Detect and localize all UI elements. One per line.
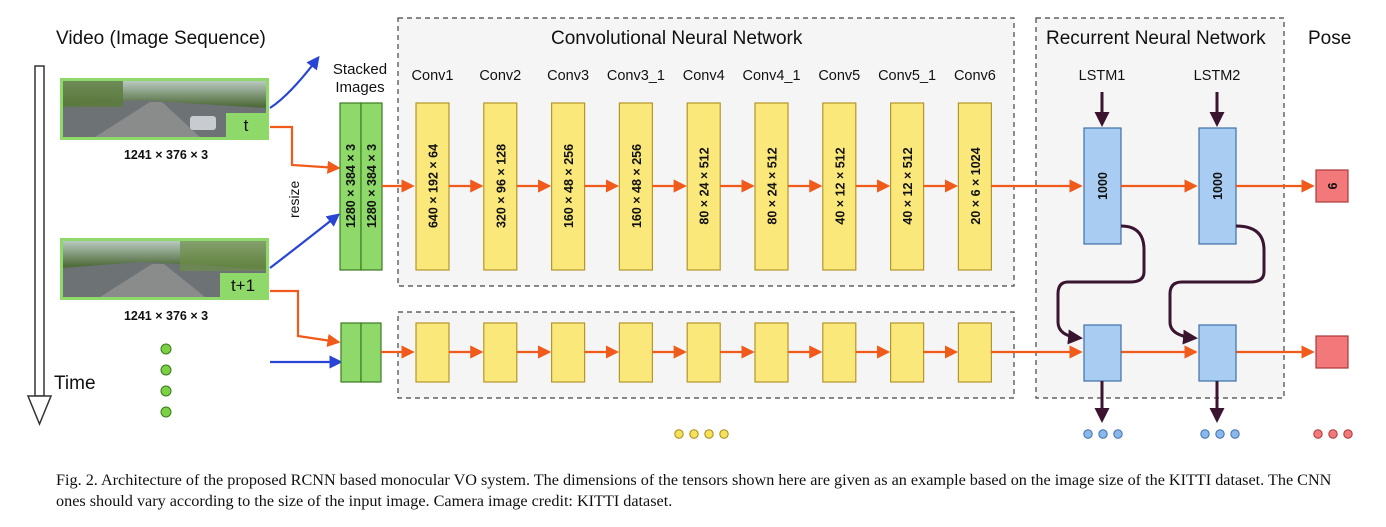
stacked-images-block-next (340, 322, 382, 383)
pose-output-next (1315, 335, 1349, 369)
conv-layer-block (957, 102, 993, 271)
conv-layer-dims: 80 × 24 × 512 (766, 147, 780, 224)
lstm1-block: 1000 (1083, 127, 1122, 245)
pose-title: Pose (1308, 28, 1351, 49)
conv-layer-dims: 40 × 12 × 512 (901, 147, 915, 224)
rnn-region (1035, 17, 1285, 399)
video-title: Video (Image Sequence) (56, 28, 266, 49)
conv-layer-block-next (415, 322, 450, 383)
conv-layer-block (415, 102, 450, 271)
conv-layer-block (754, 102, 789, 271)
conv-layer-block (822, 102, 857, 271)
frame-t-output-arrow (269, 55, 320, 109)
stacked-label: Stacked (333, 61, 387, 78)
car-icon (190, 116, 216, 130)
lstm1-block-next (1083, 324, 1122, 382)
time-label: Time (54, 373, 96, 394)
lstm-label: LSTM1 (1079, 68, 1126, 84)
frame-continuation-dots (160, 343, 172, 418)
conv-layer-label: Conv5_1 (878, 68, 936, 84)
conv-layer-label: Conv1 (412, 68, 454, 84)
conv-layer-block-next (754, 322, 789, 383)
svg-text:1000: 1000 (1096, 172, 1110, 200)
frame-resolution: 1241 × 376 × 3 (124, 309, 208, 323)
conv-layer-block-next (618, 322, 654, 383)
lstm2-block-next (1198, 324, 1237, 382)
frame-t1-to-stack-arrow (269, 213, 341, 269)
rnn-title: Recurrent Neural Network (1046, 28, 1266, 49)
pose-output: 6 (1315, 169, 1349, 203)
conv-layer-dims: 20 × 6 × 1024 (969, 147, 983, 224)
conv-layer-block-next (550, 322, 586, 383)
conv-layer-label: Conv3_1 (607, 68, 665, 84)
conv-layer-dims: 320 × 96 × 128 (494, 144, 508, 228)
frame-resolution: 1241 × 376 × 3 (124, 148, 208, 162)
conv-layer-block (550, 102, 586, 271)
lstm-continuation-dots (1083, 429, 1240, 439)
conv-layer-label: Conv2 (479, 68, 521, 84)
time-axis (26, 65, 53, 426)
cnn-continuation-dots (674, 429, 729, 439)
frame-t-to-stack-arrow (270, 125, 341, 174)
lstm1-recurrent-arrow (1056, 224, 1146, 345)
conv-layer-label: Conv5 (818, 68, 860, 84)
figure-caption: Fig. 2. Architecture of the proposed RCN… (56, 471, 1332, 510)
conv-layer-dims: 80 × 24 × 512 (698, 147, 712, 224)
conv-layer-block (483, 102, 518, 271)
stacked-dims: 1280 × 384 × 3 (365, 144, 379, 228)
conv-layer-block-next (822, 322, 857, 383)
conv-layer-dims: 160 × 48 × 256 (562, 144, 576, 228)
conv-layer-block-next (686, 322, 721, 383)
conv-layer-stack-next (415, 322, 993, 383)
cnn-title: Convolutional Neural Network (551, 28, 803, 49)
conv-layer-label: Conv3 (547, 68, 589, 84)
stacked-label: Images (335, 79, 384, 96)
resize-label: resize (286, 180, 302, 218)
svg-text:6: 6 (1326, 182, 1340, 189)
frame-badge: t+1 (231, 276, 255, 295)
pose-continuation-dots (1313, 429, 1353, 439)
conv-layer-block-next (889, 322, 925, 383)
conv-layer-stack: Conv1 640 × 192 × 64 Conv2 320 × 96 × 128 Co… (412, 68, 996, 271)
conv-layer-dims: 160 × 48 × 256 (630, 144, 644, 228)
conv-layer-label: Conv4_1 (742, 68, 800, 84)
conv-layer-label: Conv4 (683, 68, 725, 84)
lstm2-recurrent-arrow (1168, 224, 1266, 345)
conv-layer-label: Conv6 (954, 68, 996, 84)
frame-t: t (60, 78, 269, 140)
frame-t-plus-1: t+1 (60, 238, 269, 300)
frame-badge: t (244, 116, 249, 135)
frame-t1-to-next-stack-arrow (270, 289, 341, 347)
conv-layer-block-next (483, 322, 518, 383)
lstm2-block: 1000 (1198, 127, 1237, 245)
svg-text:1000: 1000 (1211, 172, 1225, 200)
stacked-dims: 1280 × 384 × 3 (344, 144, 358, 228)
conv-layer-block-next (957, 322, 993, 383)
conv-layer-dims: 640 × 192 × 64 (427, 144, 441, 228)
conv-layer-dims: 40 × 12 × 512 (833, 147, 847, 224)
stacked-images-block: 1280 × 384 × 3 1280 × 384 × 3 (339, 102, 383, 271)
lstm-label: LSTM2 (1194, 68, 1241, 84)
